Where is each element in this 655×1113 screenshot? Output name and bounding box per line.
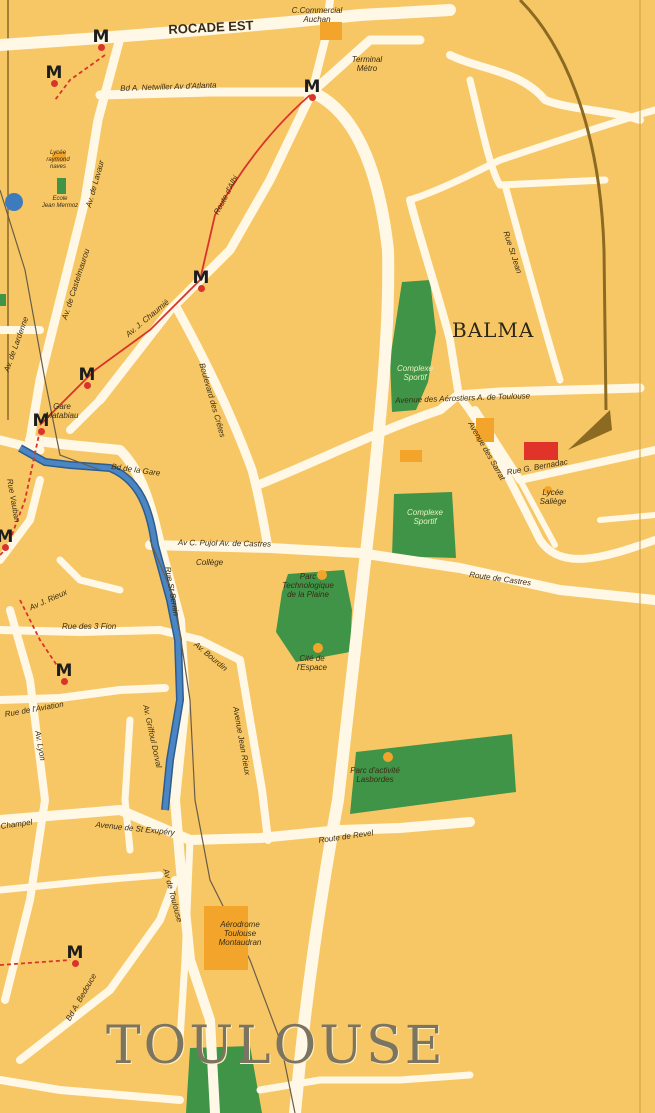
poi-small — [400, 450, 422, 462]
label-college: Collège — [196, 558, 224, 567]
metro-station-4[interactable]: M — [192, 268, 210, 292]
metro-station-5[interactable]: M — [78, 365, 96, 389]
poi-lasbordes — [383, 752, 393, 762]
metro-icon: M — [78, 365, 96, 385]
arrow-line — [518, 0, 608, 411]
park-edge — [0, 294, 6, 306]
poi-lycee-saliege — [544, 486, 552, 494]
label-complexe-2: Complexe Sportif — [406, 508, 443, 526]
label-complexe-1: Complexe Sportif — [396, 364, 433, 382]
metro-station-1[interactable]: M — [92, 27, 110, 51]
arrow-head-icon — [568, 410, 612, 450]
metro-dot-icon — [72, 960, 79, 967]
metro-dot-icon — [98, 44, 105, 51]
metro-station-8[interactable]: M — [55, 661, 73, 685]
metro-icon: M — [45, 63, 63, 83]
metro-station-gare[interactable]: M — [32, 411, 50, 435]
label-terminal-metro: Terminal Métro — [351, 55, 383, 73]
park-complexe-sportif-1 — [390, 280, 436, 412]
label-lycee-raymond: Lycée raymond naves — [46, 150, 70, 170]
label-lycee-saliege: Lycée Saliège — [539, 488, 567, 506]
label-parc-techno: Parc Technologique de la Plaine — [282, 572, 334, 599]
parks — [0, 178, 516, 1113]
metro-station-9[interactable]: M — [66, 943, 84, 967]
metro-icon: M — [303, 77, 321, 97]
metro-dot-icon — [198, 285, 205, 292]
label-parc-activite: Parc d'activité Lasbordes — [350, 766, 400, 784]
metro-dot-icon — [2, 544, 9, 551]
street-rue-deleuil: Rue des 3 Fion — [62, 622, 117, 631]
label-aerodrome: Aérodrome Toulouse Montaudran — [218, 920, 262, 947]
metro-icon: M — [0, 527, 14, 547]
metro-dot-icon — [309, 94, 316, 101]
poi-lycee-raymond — [52, 152, 66, 162]
metro-icon: M — [32, 411, 50, 431]
poi-c-commercial — [320, 22, 342, 40]
metro-station-2[interactable]: M — [45, 63, 63, 87]
metro-station-7[interactable]: M — [0, 527, 14, 551]
metro-lines — [0, 54, 311, 966]
park-complexe-sportif-2 — [392, 492, 456, 558]
railway — [0, 189, 296, 1113]
metro-dot-icon — [84, 382, 91, 389]
metro-dot-icon — [61, 678, 68, 685]
poi-blue-circle — [5, 193, 23, 211]
canal — [18, 445, 183, 811]
label-gare: Gare Matabiau — [45, 402, 79, 420]
label-c-commercial: C.Commercial Auchan — [291, 6, 343, 24]
street-av-pujol: Av C. Pujol Av. de Castres — [177, 538, 272, 549]
label-ecole-jean: Ecole Jean Mermoz — [41, 196, 79, 209]
metro-dot-icon — [51, 80, 58, 87]
park-technologique — [276, 570, 352, 662]
metro-icon: M — [92, 27, 110, 47]
metro-icon: M — [192, 268, 210, 288]
park-ecole — [57, 178, 66, 194]
metro-icon: M — [66, 943, 84, 963]
metro-dot-icon — [38, 428, 45, 435]
metro-station-terminal[interactable]: M — [303, 77, 321, 101]
points-of-interest — [52, 22, 552, 970]
park-bottom — [186, 1046, 262, 1113]
poi-parc-techno — [317, 570, 327, 580]
poi-red-building — [524, 442, 558, 460]
town-name: BALMA — [452, 318, 535, 342]
poi-aerostiers — [476, 418, 494, 442]
poi-aerodrome — [204, 906, 248, 970]
poi-cite-espace — [313, 643, 323, 653]
metro-icon: M — [55, 661, 73, 681]
label-cite-espace: Cité de l'Espace — [297, 654, 327, 672]
city-name: TOULOUSE — [106, 1016, 446, 1076]
